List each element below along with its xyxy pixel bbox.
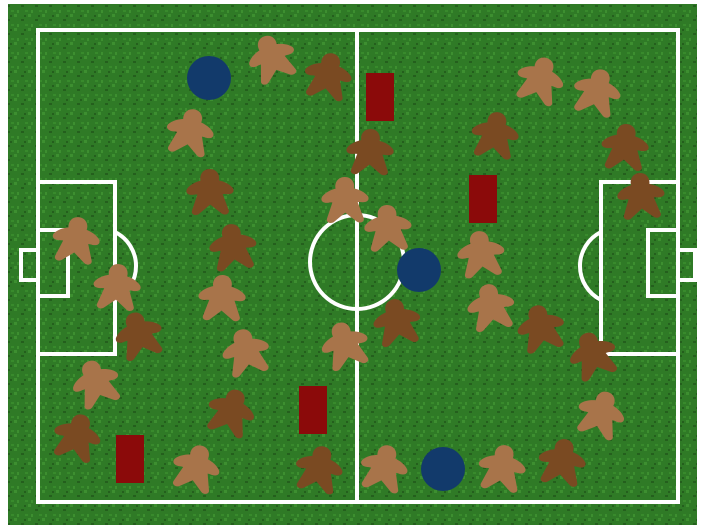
red-card-piece[interactable] (469, 175, 497, 223)
red-card-piece[interactable] (299, 386, 327, 434)
red-card-piece[interactable] (116, 435, 144, 483)
blue-disc-piece[interactable] (187, 56, 231, 100)
red-card-piece[interactable] (366, 73, 394, 121)
blue-disc-piece[interactable] (421, 447, 465, 491)
blue-disc-piece[interactable] (397, 248, 441, 292)
